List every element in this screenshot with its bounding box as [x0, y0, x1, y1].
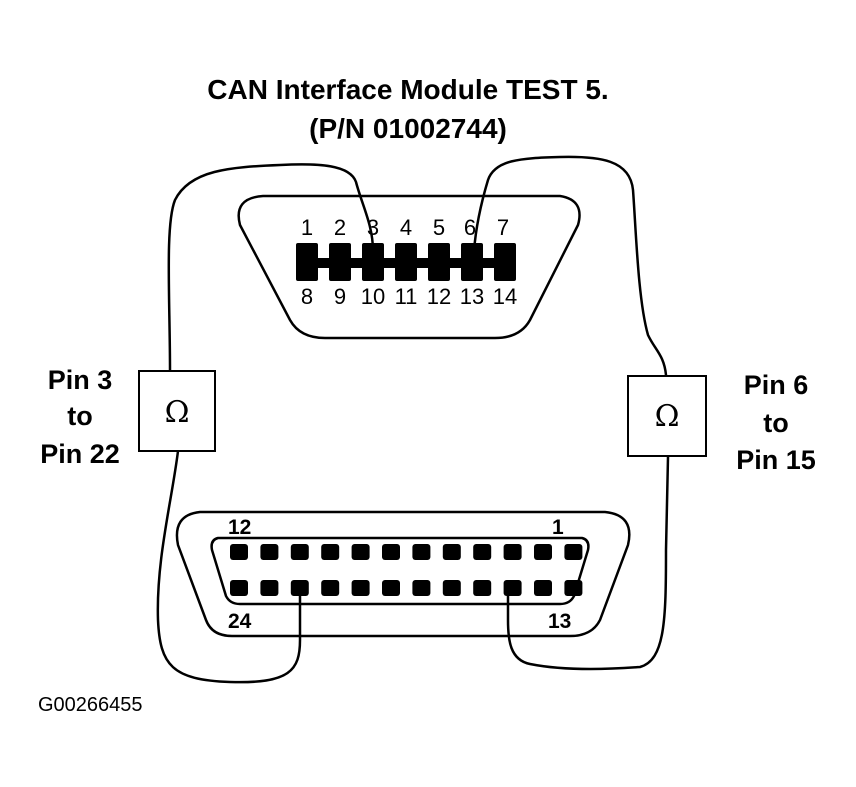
bottom-pin-7 [382, 544, 400, 560]
bottom-pin-18 [412, 580, 431, 596]
bottom-pin-5 [442, 544, 461, 560]
bottom-pin-17 [442, 580, 461, 596]
top-pin-1 [296, 243, 318, 281]
bottom-pin-4 [473, 544, 492, 560]
top-label-9: 9 [334, 284, 346, 309]
bottom-pin-10 [290, 544, 309, 560]
right-meter-label-line2: to [763, 408, 788, 438]
top-connector-shell [237, 194, 581, 340]
bottom-label-12: 12 [228, 516, 251, 539]
figure-id: G00266455 [38, 694, 143, 716]
bottom-pin-20 [351, 580, 370, 596]
top-pin-3 [362, 243, 384, 281]
top-label-5: 5 [433, 215, 445, 240]
top-connector-pins [296, 243, 516, 281]
wire-meter-to-pin22 [156, 449, 302, 684]
bottom-pin-16 [473, 580, 492, 596]
bottom-connector-pins [230, 544, 583, 596]
bottom-label-24: 24 [228, 610, 252, 633]
top-pin-6 [461, 243, 483, 281]
bottom-pin-12 [230, 544, 248, 560]
top-label-2: 2 [334, 215, 346, 240]
bottom-pin-22 [290, 580, 309, 596]
bottom-label-1: 1 [552, 516, 564, 539]
bottom-pin-14 [534, 580, 552, 596]
top-label-11: 11 [395, 284, 418, 309]
top-label-1: 1 [301, 215, 313, 240]
bottom-pin-15 [503, 580, 522, 596]
bottom-pin-21 [321, 580, 340, 596]
top-connector-bottom-labels: 8 9 10 11 12 13 14 [301, 284, 517, 309]
bottom-label-13: 13 [548, 610, 571, 633]
top-label-14: 14 [493, 284, 517, 309]
right-meter-label-line3: Pin 15 [736, 445, 816, 475]
bottom-pin-8 [351, 544, 370, 560]
top-connector-top-labels: 1 2 3 4 5 6 7 [301, 215, 509, 240]
bottom-connector-inner-shell [210, 536, 590, 606]
bottom-pin-1 [564, 544, 583, 560]
right-meter-label-line1: Pin 6 [744, 370, 809, 400]
bottom-connector-outer-shell [175, 510, 631, 638]
wire-pin3-to-meter [167, 163, 375, 372]
top-label-10: 10 [361, 284, 385, 309]
wire-meter-to-pin15 [506, 455, 670, 671]
top-pin-7 [494, 243, 516, 281]
top-label-6: 6 [464, 215, 476, 240]
top-pin-2 [329, 243, 351, 281]
bottom-pin-3 [503, 544, 522, 560]
bottom-pin-6 [412, 544, 431, 560]
right-ohmmeter-box [627, 375, 707, 457]
bottom-pin-19 [382, 580, 400, 596]
top-label-7: 7 [497, 215, 509, 240]
top-label-13: 13 [460, 284, 484, 309]
top-pin-4 [395, 243, 417, 281]
left-ohmmeter-box [138, 370, 216, 452]
bottom-pin-11 [260, 544, 279, 560]
bottom-pin-9 [321, 544, 340, 560]
bottom-pin-23 [260, 580, 279, 596]
right-ohm-icon: Ω [655, 399, 680, 434]
top-label-3: 3 [367, 215, 379, 240]
left-meter-label-line3: Pin 22 [40, 439, 120, 469]
bottom-pin-2 [534, 544, 552, 560]
diagram-title-line1: CAN Interface Module TEST 5. [207, 74, 608, 105]
bottom-pin-24 [230, 580, 248, 596]
top-label-12: 12 [427, 284, 451, 309]
left-meter-label-line1: Pin 3 [48, 365, 113, 395]
left-ohm-icon: Ω [165, 395, 190, 430]
wire-pin6-to-meter [472, 155, 668, 377]
diagram-title-line2: (P/N 01002744) [309, 113, 507, 144]
bottom-pin-13 [564, 580, 583, 596]
top-label-4: 4 [400, 215, 412, 240]
top-pin-5 [428, 243, 450, 281]
left-meter-label-line2: to [67, 401, 92, 431]
top-label-8: 8 [301, 284, 313, 309]
